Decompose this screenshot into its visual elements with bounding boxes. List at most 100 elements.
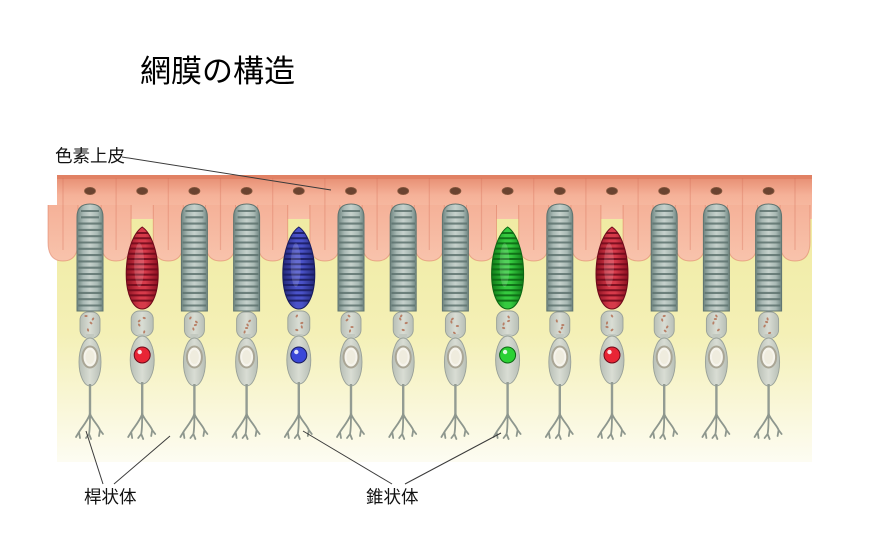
rod-outer-segment: [337, 203, 365, 312]
cone-outer-segment: [491, 226, 525, 310]
organelle-speckle: [605, 321, 609, 325]
synaptic-terminal: [336, 413, 365, 440]
organelle-speckle: [507, 319, 511, 323]
rod-nucleus-inner: [450, 350, 460, 364]
rod-nucleus-inner: [398, 350, 408, 364]
synaptic-terminal: [701, 413, 731, 440]
cone-nucleus-glint: [502, 349, 508, 355]
label-pigment-epithelium: 色素上皮: [55, 146, 125, 166]
epithelium-nucleus: [762, 186, 775, 195]
organelle-speckle: [766, 317, 769, 321]
organelle-speckle: [401, 328, 405, 332]
organelle-speckle: [295, 328, 299, 332]
rod-cell: [753, 203, 783, 440]
synaptic-terminal: [388, 413, 418, 440]
synaptic-terminal: [597, 413, 626, 440]
organelle-speckle: [560, 326, 563, 330]
organelle-speckle: [507, 315, 510, 319]
organelle-speckle: [763, 324, 766, 328]
organelle-speckle: [243, 330, 246, 334]
rod-outer-segment: [702, 203, 730, 312]
organelle-speckle: [768, 331, 772, 335]
leader-rod-left: [85, 430, 104, 485]
organelle-speckle: [246, 323, 249, 327]
organelle-speckle: [350, 326, 354, 328]
organelle-speckle: [195, 320, 198, 324]
rod-cell: [440, 203, 470, 440]
cone-highlight: [290, 243, 301, 287]
organelle-speckle: [91, 317, 95, 321]
rod-nucleus-inner: [242, 350, 252, 364]
cone-highlight: [499, 243, 510, 287]
leader-pigment-epithelium: [121, 156, 332, 191]
organelle-speckle: [610, 314, 614, 318]
organelle-speckle: [661, 318, 664, 322]
cone-nucleus: [603, 346, 621, 364]
organelle-speckle: [189, 316, 192, 320]
organelle-speckle: [86, 328, 90, 332]
rod-cell: [388, 203, 418, 440]
rod-outer-segment: [233, 203, 261, 312]
rod-nucleus-inner: [555, 350, 565, 364]
organelle-speckle: [610, 328, 614, 332]
cone-cell-blue: [282, 226, 316, 440]
organelle-speckle: [142, 316, 146, 320]
rod-cell: [179, 203, 209, 440]
cone-outer-segment: [282, 226, 316, 310]
rod-outer-segment: [546, 203, 574, 312]
organelle-speckle: [555, 319, 558, 323]
leader-rod-right: [113, 435, 171, 485]
rod-cell: [649, 203, 679, 440]
rod-outer-segment: [650, 203, 678, 312]
page-title: 網膜の構造: [140, 54, 295, 89]
leader-cone-left: [302, 430, 393, 485]
epithelium-nucleus: [188, 186, 201, 195]
rod-cell: [701, 203, 731, 440]
cone-inner-segment: [496, 310, 520, 337]
cone-nucleus-glint: [294, 349, 299, 355]
epithelium-nucleus: [501, 186, 514, 195]
epithelium-nucleus: [240, 186, 253, 195]
epithelium-nucleus: [345, 186, 357, 195]
rod-nucleus-inner: [659, 350, 669, 364]
rod-cell: [231, 203, 261, 440]
cone-outer-segment: [125, 226, 159, 310]
rod-outer-segment: [76, 203, 104, 312]
rod-outer-segment: [180, 203, 208, 312]
organelle-speckle: [404, 321, 408, 325]
organelle-speckle: [248, 319, 251, 323]
organelle-speckle: [502, 322, 505, 326]
organelle-speckle: [453, 331, 456, 335]
epithelium-nucleus: [136, 186, 149, 195]
organelle-speckle: [451, 317, 454, 321]
synaptic-terminal: [179, 413, 209, 440]
rod-outer-segment: [441, 203, 469, 312]
rod-nucleus-inner: [85, 350, 95, 364]
organelle-speckle: [193, 323, 197, 327]
organelle-speckle: [558, 330, 562, 334]
organelle-speckle: [713, 318, 717, 320]
organelle-speckle: [662, 314, 666, 318]
cone-stripes: [596, 232, 628, 302]
epithelium-nucleus: [553, 186, 566, 195]
organelle-speckle: [300, 321, 304, 325]
organelle-speckle: [192, 327, 195, 331]
cone-inner-segment: [287, 310, 311, 337]
cone-inner-segment: [130, 310, 154, 337]
epithelium-nucleus: [84, 186, 96, 195]
synaptic-terminal: [127, 413, 157, 440]
organelle-speckle: [605, 325, 609, 329]
organelle-speckle: [347, 314, 351, 318]
cone-nucleus: [499, 346, 517, 364]
leader-cone-right: [404, 432, 502, 485]
rod-outer-segment: [389, 203, 417, 312]
rod-cell: [75, 203, 104, 440]
cone-stripes: [126, 232, 159, 302]
organelle-speckle: [715, 314, 718, 318]
cone-highlight: [604, 243, 614, 287]
label-cone: 錐状体: [366, 487, 419, 507]
organelle-speckle: [143, 330, 146, 334]
organelle-speckle: [84, 315, 88, 317]
